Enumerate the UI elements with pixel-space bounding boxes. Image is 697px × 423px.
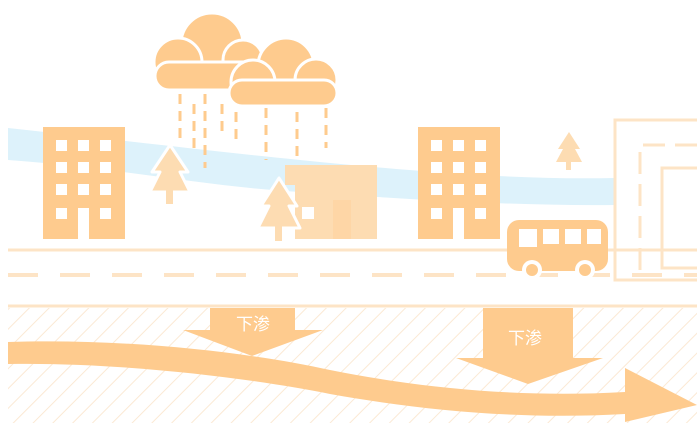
bus-icon: [507, 220, 608, 280]
building-icon: [418, 127, 500, 239]
seepage-label: 下渗: [508, 329, 542, 349]
seepage-label: 下渗: [236, 315, 270, 335]
tree-icon: [556, 132, 582, 170]
building-icon: [43, 127, 125, 239]
tall-building-outline: [615, 120, 697, 280]
